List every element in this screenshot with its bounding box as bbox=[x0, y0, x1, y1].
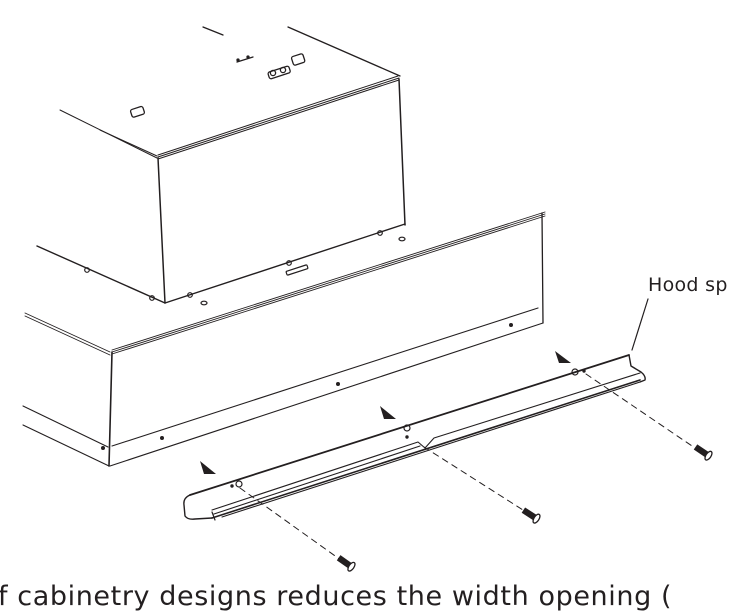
arrow-marker-right bbox=[555, 351, 571, 363]
hood-spacer bbox=[183, 354, 646, 521]
screw-right-icon bbox=[693, 444, 713, 461]
screw-middle-icon bbox=[521, 507, 541, 524]
hood-lower-body bbox=[22, 211, 546, 467]
arrow-marker-left bbox=[200, 461, 216, 474]
body-text-line: f cabinetry designs reduces the width op… bbox=[0, 581, 673, 612]
hood-upper-chimney-box bbox=[36, 26, 406, 306]
callout-leader-line bbox=[631, 298, 649, 351]
hood-spacer-callout-label: Hood sp bbox=[648, 274, 728, 296]
arrow-markers bbox=[200, 351, 571, 474]
screws bbox=[336, 444, 713, 572]
arrow-marker-middle bbox=[380, 406, 396, 419]
screw-left-icon bbox=[336, 555, 356, 572]
